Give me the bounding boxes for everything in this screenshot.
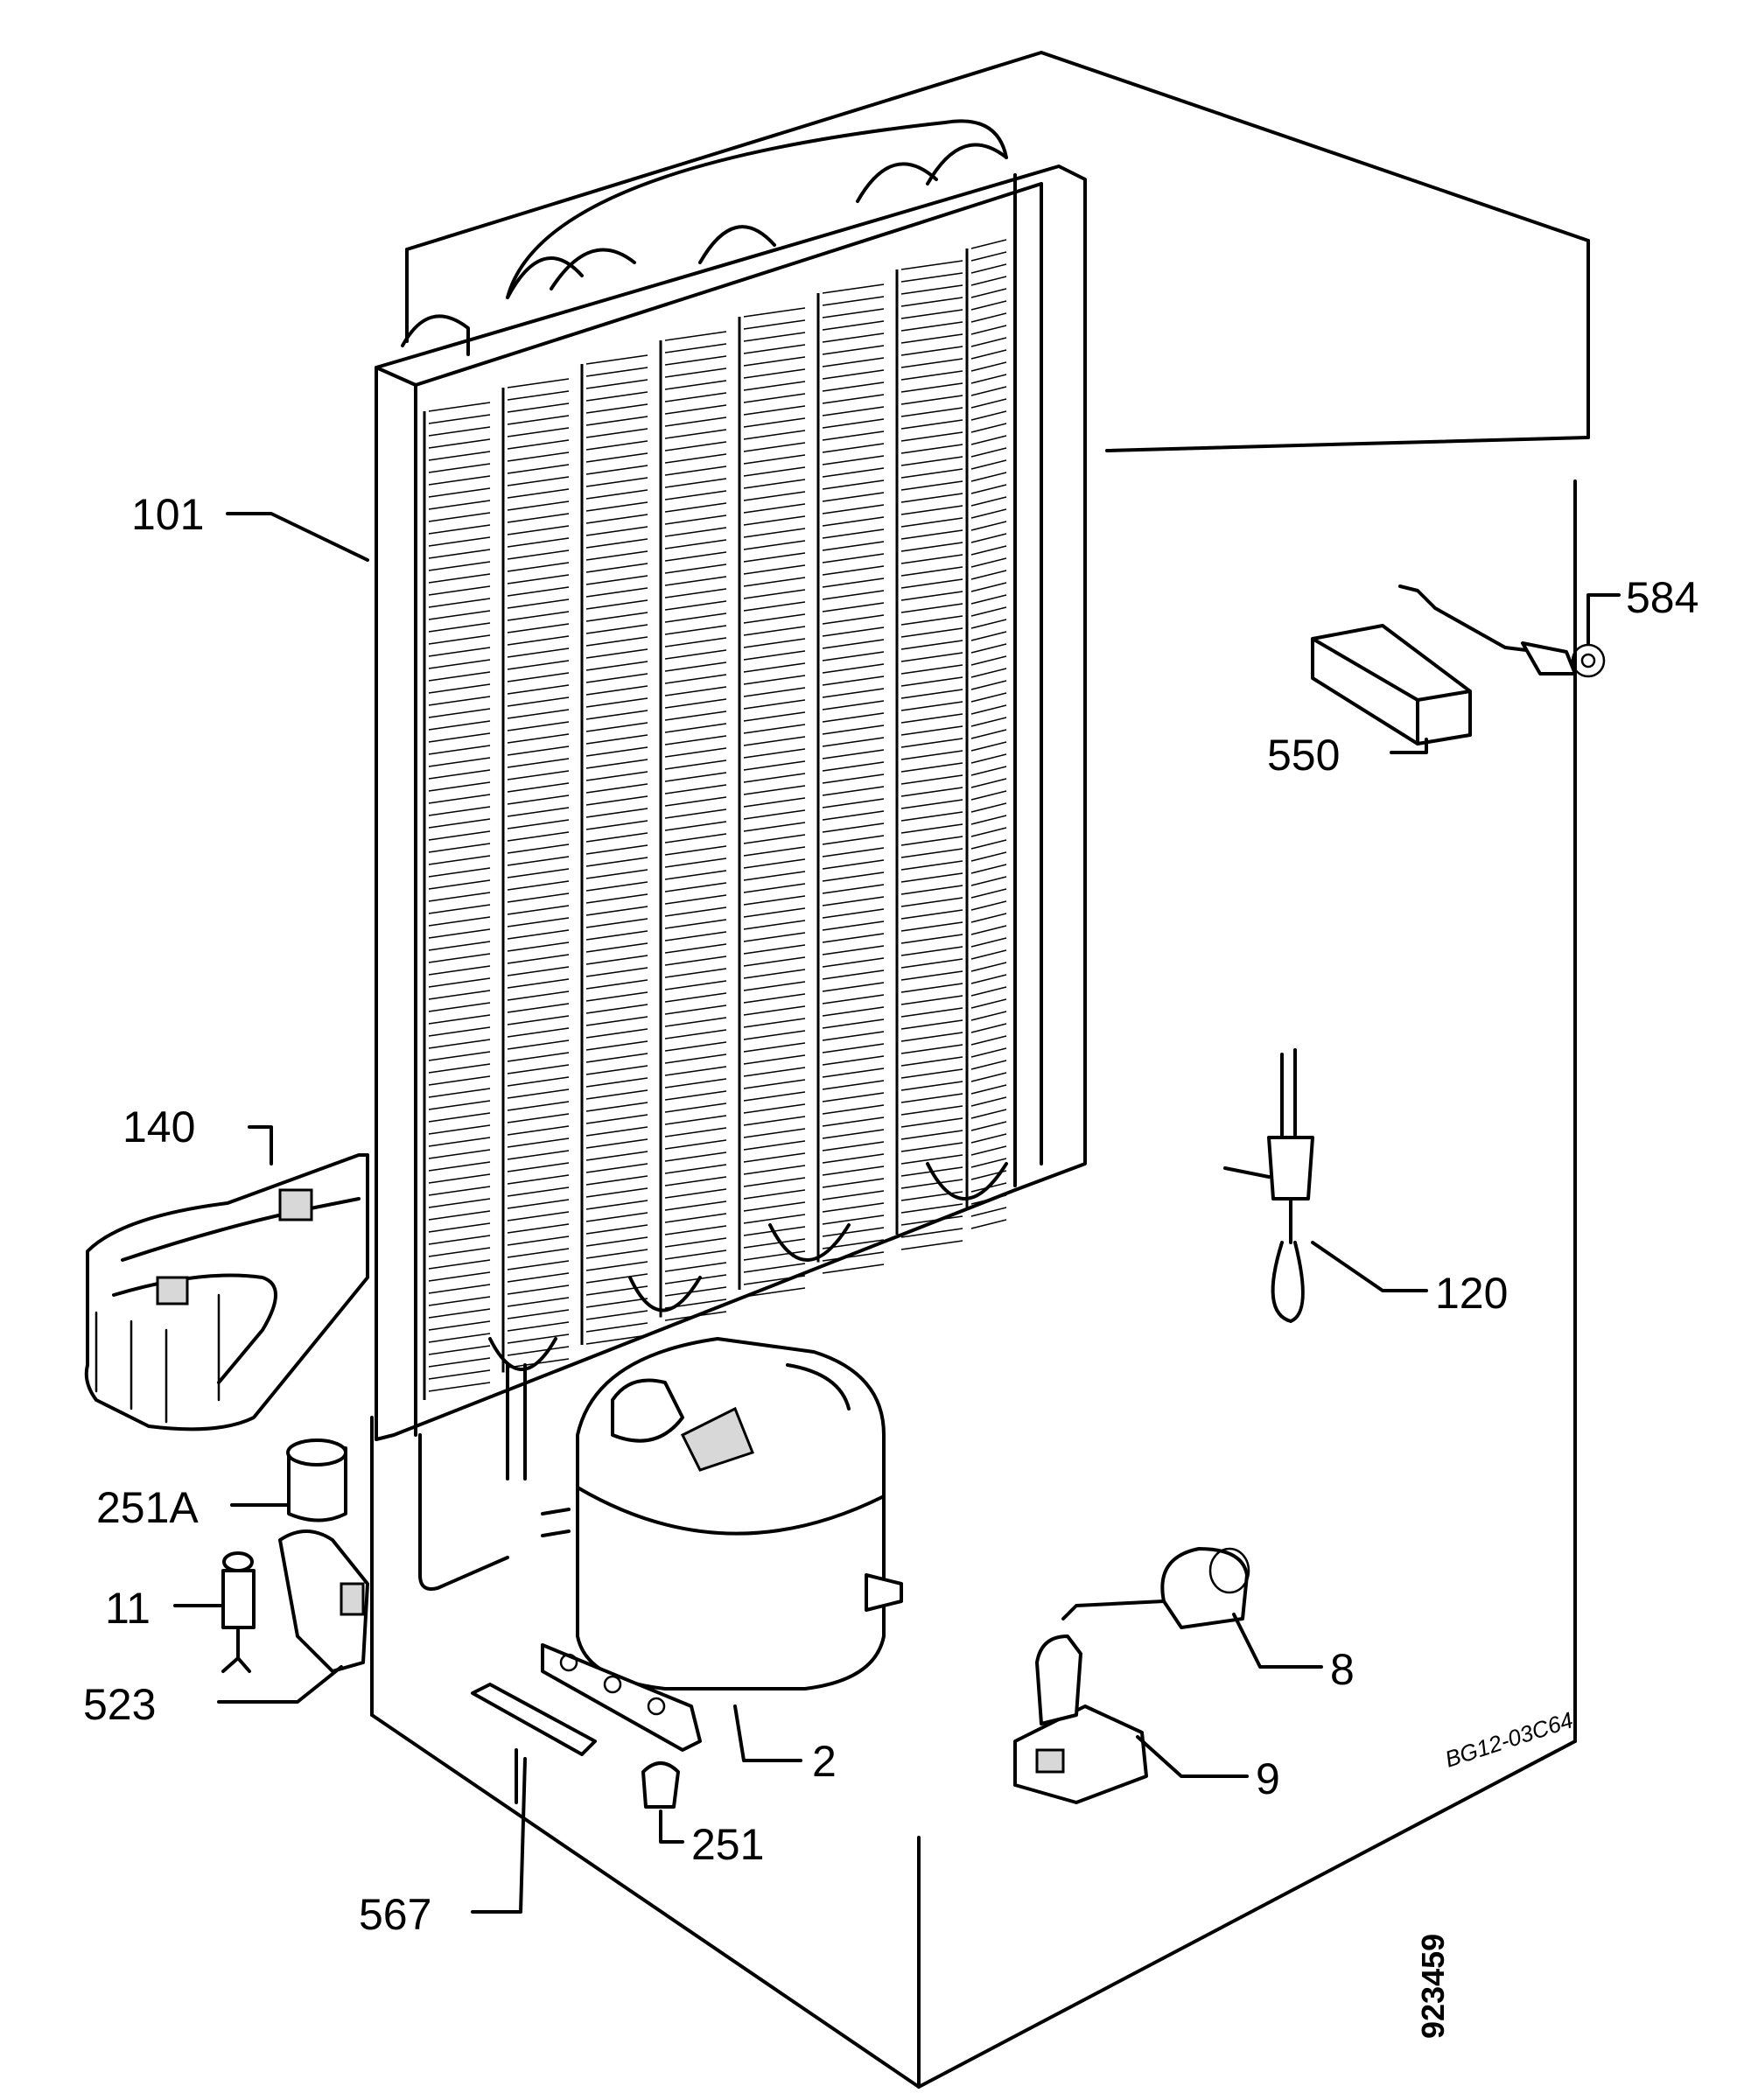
label-120: 120 — [1435, 1269, 1508, 1318]
condenser — [375, 119, 1087, 1591]
document-number: 923459 — [1415, 1934, 1451, 2039]
filter-11 — [221, 1551, 256, 1673]
clip-9 — [1013, 1634, 1148, 1804]
label-11: 11 — [105, 1584, 151, 1633]
heater-120 — [1223, 1048, 1314, 1323]
label-8: 8 — [1330, 1645, 1355, 1694]
foot-251 — [641, 1761, 680, 1809]
bracket-550 — [1311, 624, 1472, 746]
relay-8 — [1061, 1547, 1250, 1629]
cabinet-body — [370, 51, 1590, 2089]
label-523: 523 — [83, 1680, 156, 1729]
drip-tray — [84, 1153, 369, 1432]
drawing-code: BG12-03C64 — [1442, 1706, 1577, 1772]
label-101: 101 — [131, 490, 204, 539]
label-140: 140 — [123, 1102, 195, 1152]
thermostat-sensor-584 — [1398, 584, 1606, 678]
leader-lines — [173, 512, 1621, 1914]
strip-567 — [471, 1683, 597, 1756]
label-251: 251 — [691, 1820, 764, 1869]
label-251A: 251A — [96, 1483, 199, 1532]
label-2: 2 — [812, 1737, 837, 1786]
condenser-fins — [423, 239, 1007, 1400]
label-567: 567 — [359, 1890, 431, 1939]
label-9: 9 — [1256, 1754, 1280, 1803]
label-584: 584 — [1626, 573, 1698, 622]
compressor — [541, 1337, 903, 1752]
clamp-523 — [278, 1530, 369, 1673]
label-550: 550 — [1267, 731, 1340, 780]
grommet-251A — [286, 1438, 347, 1522]
